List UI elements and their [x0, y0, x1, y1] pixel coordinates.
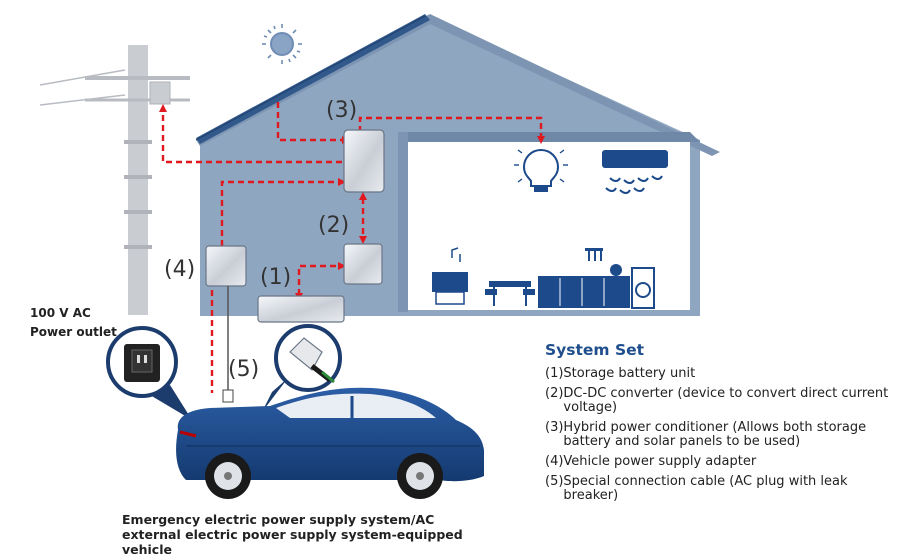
solar-panels — [196, 14, 430, 144]
legend-title: System Set — [545, 341, 645, 359]
legend-item-number: (2) — [545, 386, 564, 401]
vehicle-power-supply-adapter — [205, 245, 247, 287]
label-2: (2) — [318, 213, 349, 238]
tv-icon — [432, 247, 468, 305]
system-set-legend: System Set (1) Storage battery unit (2) … — [545, 341, 895, 509]
dining-table-icon — [485, 281, 535, 306]
front-wheel-icon — [205, 453, 251, 499]
label-4: (4) — [164, 257, 195, 282]
air-conditioner-icon — [602, 150, 668, 194]
leak-breaker-plug-icon — [289, 337, 335, 384]
legend-item-number: (5) — [545, 474, 564, 489]
legend-item: (3) Hybrid power conditioner (Allows bot… — [545, 421, 895, 449]
legend-item-text: Special connection cable (AC plug with l… — [563, 474, 848, 503]
equipment — [205, 129, 385, 403]
plug-callout — [262, 324, 342, 412]
outlet-label-voltage: 100 V AC — [30, 306, 91, 320]
legend-item-text: Vehicle power supply adapter — [563, 454, 757, 469]
outlet-callout — [106, 326, 192, 420]
interior-appliances — [432, 148, 668, 309]
car-windows — [276, 393, 436, 418]
label-3: (3) — [326, 98, 357, 123]
utility-pole — [39, 45, 190, 315]
label-5: (5) — [228, 357, 259, 382]
legend-item-number: (1) — [545, 366, 564, 381]
storage-battery-unit — [257, 295, 345, 323]
legend-item: (5) Special connection cable (AC plug wi… — [545, 475, 895, 503]
hybrid-power-conditioner — [343, 129, 385, 193]
label-1: (1) — [260, 265, 291, 290]
light-bulb-icon — [514, 148, 568, 192]
washing-machine-icon — [631, 267, 655, 309]
house — [195, 14, 720, 316]
outlet-label-name: Power outlet — [30, 325, 117, 339]
legend-item: (4) Vehicle power supply adapter — [545, 455, 895, 469]
legend-item-text: Hybrid power conditioner (Allows both st… — [563, 420, 867, 449]
legend-item-number: (3) — [545, 420, 564, 435]
kitchen-icon — [538, 248, 630, 308]
legend-item-text: Storage battery unit — [563, 366, 696, 381]
sun-icon — [262, 24, 302, 64]
vehicle-caption: Emergency electric power supply system/A… — [122, 512, 463, 557]
legend-item-number: (4) — [545, 454, 564, 469]
ac-plug-icon — [222, 389, 234, 403]
dc-dc-converter — [343, 243, 383, 285]
legend-item: (1) Storage battery unit — [545, 367, 895, 381]
legend-item: (2) DC-DC converter (device to convert d… — [545, 387, 895, 415]
rear-wheel-icon — [397, 453, 443, 499]
power-flow-lines — [161, 102, 543, 393]
legend-item-text: DC-DC converter (device to convert direc… — [563, 386, 889, 415]
vehicle — [176, 387, 484, 499]
